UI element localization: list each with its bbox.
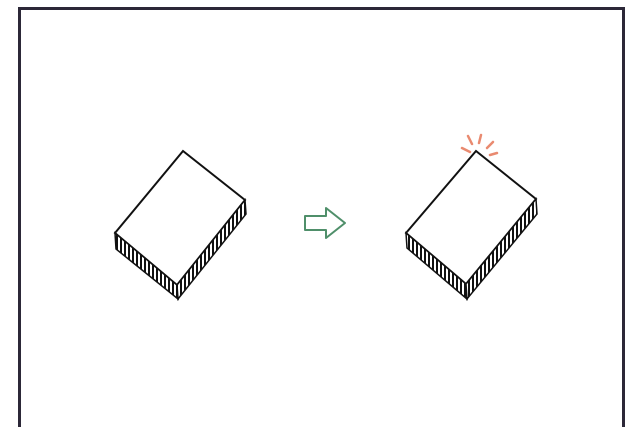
- paper-stack-highlighted-icon: [406, 135, 537, 299]
- paper-stack-icon: [115, 151, 246, 299]
- paper-stack-top-face: [115, 151, 245, 285]
- corner-highlight-icon: [462, 135, 497, 155]
- outline-arrow-right-icon: [305, 208, 345, 238]
